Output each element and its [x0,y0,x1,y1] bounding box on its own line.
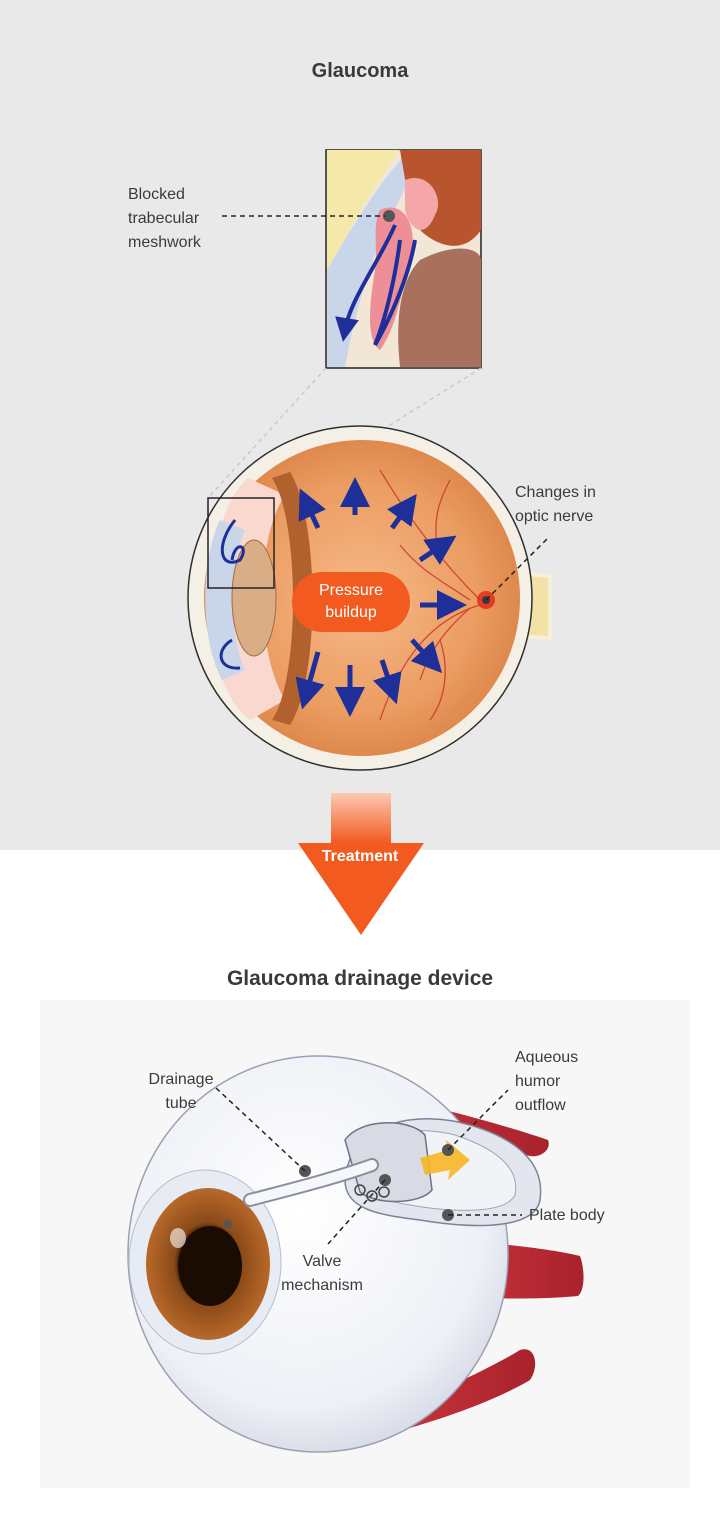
pressure-buildup-badge: Pressure buildup [292,572,410,632]
label-line: Pressure [318,582,384,599]
label-aqueous-outflow: Aqueous humor outflow [515,1046,578,1118]
label-line: Blocked [128,186,185,203]
label-line: Plate body [529,1207,605,1224]
label-line: buildup [325,604,377,621]
label-drainage-tube: Drainage tube [136,1068,226,1116]
label-line: meshwork [128,234,201,251]
leader-line-optic-nerve [485,537,549,601]
drainage-device-title: Glaucoma drainage device [226,967,494,990]
label-line: Aqueous [515,1049,579,1066]
treatment-arrow [298,793,424,935]
meshwork-inset [325,149,482,369]
label-optic-nerve: Changes in optic nerve [515,481,596,529]
label-line: Valve [302,1253,342,1270]
label-line: Drainage [148,1071,214,1088]
label-line: outflow [515,1097,566,1114]
label-plate-body: Plate body [529,1204,605,1228]
label-line: Changes in [515,484,596,501]
drainage-device-illustration [127,1055,584,1453]
label-line: optic nerve [515,508,594,525]
label-line: humor [515,1073,561,1090]
label-blocked-meshwork: Blocked trabecular meshwork [128,183,201,255]
label-line: tube [165,1095,197,1112]
treatment-label: Treatment [321,848,399,865]
glaucoma-title: Glaucoma [311,60,409,82]
label-line: mechanism [281,1277,363,1294]
label-line: trabecular [128,210,200,227]
leader-line-drainage-tube [215,1087,306,1172]
label-valve-mechanism: Valve mechanism [262,1250,382,1298]
